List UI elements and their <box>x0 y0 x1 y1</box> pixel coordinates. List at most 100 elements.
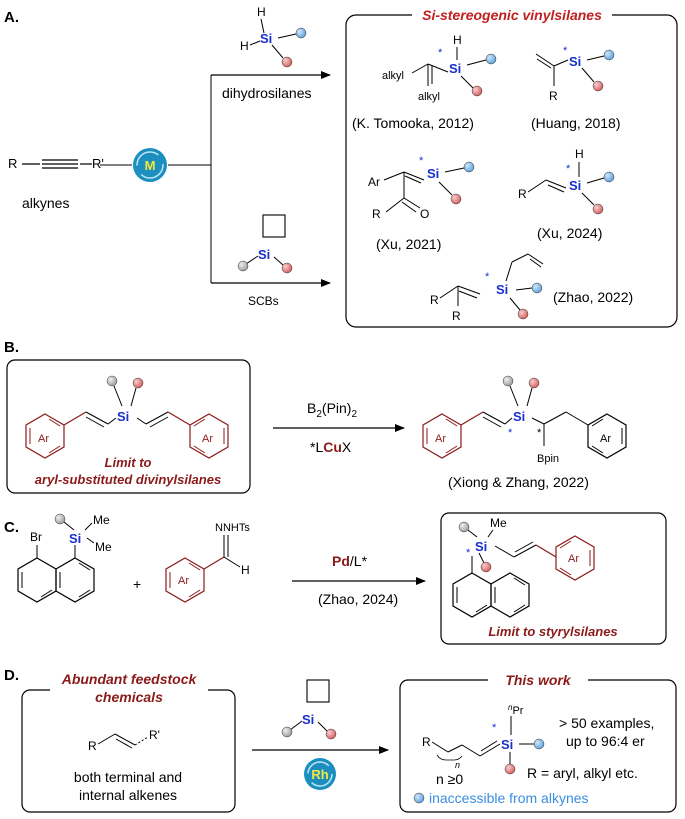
red-substituent-ball <box>281 262 293 274</box>
dihydrosilanes-caption: dihydrosilanes <box>222 85 312 101</box>
section-a: A. R R' alkynes M H H Si <box>4 5 678 328</box>
alkene-structure: R R' <box>88 728 160 753</box>
work-n: n <box>455 760 460 770</box>
product-c-star: * <box>466 547 471 559</box>
product-c-me: Me <box>490 516 507 530</box>
product-tomooka: alkyl alkyl * Si H <box>382 33 497 103</box>
section-c: C. Br Si Me Me + Ar <box>4 512 667 645</box>
product-tomooka-star: * <box>438 47 443 59</box>
naphthalene-reactant: Br Si Me Me <box>17 513 112 603</box>
ref-huang: (Huang, 2018) <box>531 115 621 131</box>
product-tomooka-si: Si <box>449 61 461 76</box>
product-huang-r: R <box>549 89 558 103</box>
divinyl-ar-left: Ar <box>38 433 49 445</box>
this-work-structure: R n * Si nPr <box>422 703 545 775</box>
product-b-star1: * <box>508 427 513 439</box>
product-c-structure: * Si Me Ar <box>452 516 595 618</box>
hydrazone-ar: Ar <box>178 575 189 587</box>
work-n-condition: n ≥0 <box>436 771 463 787</box>
section-c-label: C. <box>4 519 19 536</box>
product-xu2021-si: Si <box>427 166 439 181</box>
ref-xiong-zhang: (Xiong & Zhang, 2022) <box>448 474 589 490</box>
naph-br: Br <box>30 530 42 544</box>
product-xu2021-star: * <box>419 155 424 167</box>
product-xu-2024: R * Si H <box>518 147 615 215</box>
alkyne-r-right: R' <box>92 156 104 171</box>
inaccessible-ball-icon <box>413 792 425 804</box>
divinyl-si: Si <box>117 409 129 424</box>
ref-zhao-2022: (Zhao, 2022) <box>553 289 633 305</box>
products-box <box>345 14 678 328</box>
limit-divinyl-line1: Limit to <box>105 455 152 470</box>
rh-catalyst-icon: Rh <box>304 758 336 790</box>
product-c-ar: Ar <box>568 553 579 565</box>
product-zhao-2022: R R * Si <box>430 253 544 323</box>
product-huang: R * Si <box>535 45 615 103</box>
scb-si: Si <box>258 247 270 262</box>
naph-me1: Me <box>93 513 110 527</box>
product-b-structure: Ar Si * * Bpin Ar <box>422 375 627 465</box>
product-huang-star: * <box>563 45 568 57</box>
product-xu2024-r: R <box>518 187 527 201</box>
product-xu2021-o: O <box>420 207 429 221</box>
tosylhydrazone: Ar NNHTs H <box>165 522 250 603</box>
section-d: D. Abundant feedstock chemicals R R' bot… <box>4 666 677 813</box>
scb-d-si: Si <box>302 712 314 727</box>
product-b-bpin: Bpin <box>537 453 559 465</box>
work-r-definition: R = aryl, alkyl etc. <box>527 765 638 781</box>
product-xu2024-si: Si <box>569 178 581 193</box>
reagent-b2pin2: B2(Pin)2 <box>307 400 357 420</box>
metal-catalyst-icon: M <box>133 148 167 182</box>
ref-xu-2021: (Xu, 2021) <box>376 236 441 252</box>
product-xu2024-h: H <box>575 147 584 161</box>
feedstock-title1: Abundant feedstock <box>61 671 198 687</box>
scb-reagent-d: Si <box>281 679 337 740</box>
rh-label: Rh <box>311 767 328 782</box>
feedstock-title2: chemicals <box>95 689 163 705</box>
work-er: up to 96:4 er <box>566 733 645 749</box>
product-zhao2022-r2: R <box>452 309 461 323</box>
product-zhao2022-star: * <box>485 271 490 283</box>
alkene-r: R <box>88 739 97 753</box>
blue-substituent-ball <box>295 27 307 39</box>
hydrazone-h: H <box>241 563 250 577</box>
work-si: Si <box>501 737 513 752</box>
this-work-title: This work <box>505 672 572 688</box>
alkynes-caption: alkynes <box>22 195 69 211</box>
product-tomooka-alkyl2: alkyl <box>418 91 440 103</box>
product-xu2024-star: * <box>566 163 571 175</box>
product-tomooka-alkyl1: alkyl <box>382 70 404 82</box>
product-xu2021-r: R <box>372 207 381 221</box>
scb-structure: Si <box>237 214 293 274</box>
naph-me2: Me <box>95 540 112 554</box>
ref-zhao-2024: (Zhao, 2024) <box>318 591 398 607</box>
section-b: B. Ar Si Ar Limit to aryl-sub <box>4 339 627 494</box>
hydrazone-nnhts: NNHTs <box>215 522 250 534</box>
section-a-label: A. <box>4 9 19 26</box>
products-box-title: Si-stereogenic vinylsilanes <box>422 7 602 23</box>
dihydrosilane-h-left: H <box>240 39 249 53</box>
plus-sign: + <box>133 576 141 592</box>
divinylsilane-box <box>6 359 251 494</box>
alkene-r-prime: R' <box>149 728 160 742</box>
product-b-star2: * <box>537 427 542 439</box>
feedstock-caption2: internal alkenes <box>79 787 177 803</box>
product-zhao2022-r1: R <box>430 293 439 307</box>
styrylsilane-box <box>440 512 667 645</box>
product-zhao2022-si: Si <box>496 282 508 297</box>
work-examples: > 50 examples, <box>559 715 654 731</box>
benzene-ring-left: Ar <box>25 413 65 459</box>
product-tomooka-h: H <box>453 33 462 47</box>
divinyl-ar-right: Ar <box>202 433 213 445</box>
ref-xu-2024: (Xu, 2024) <box>537 225 602 241</box>
benzene-ring-right: Ar <box>189 413 229 459</box>
catalyst-lcux: *LCuX <box>310 439 352 455</box>
product-c-si: Si <box>475 539 487 554</box>
product-xu-2021: Ar R O * Si <box>368 155 475 221</box>
naph-si: Si <box>69 531 81 546</box>
work-star: * <box>492 722 497 734</box>
limit-styryl: Limit to styrylsilanes <box>488 624 617 639</box>
grey-substituent-ball <box>237 260 249 272</box>
scbs-caption: SCBs <box>248 294 279 308</box>
